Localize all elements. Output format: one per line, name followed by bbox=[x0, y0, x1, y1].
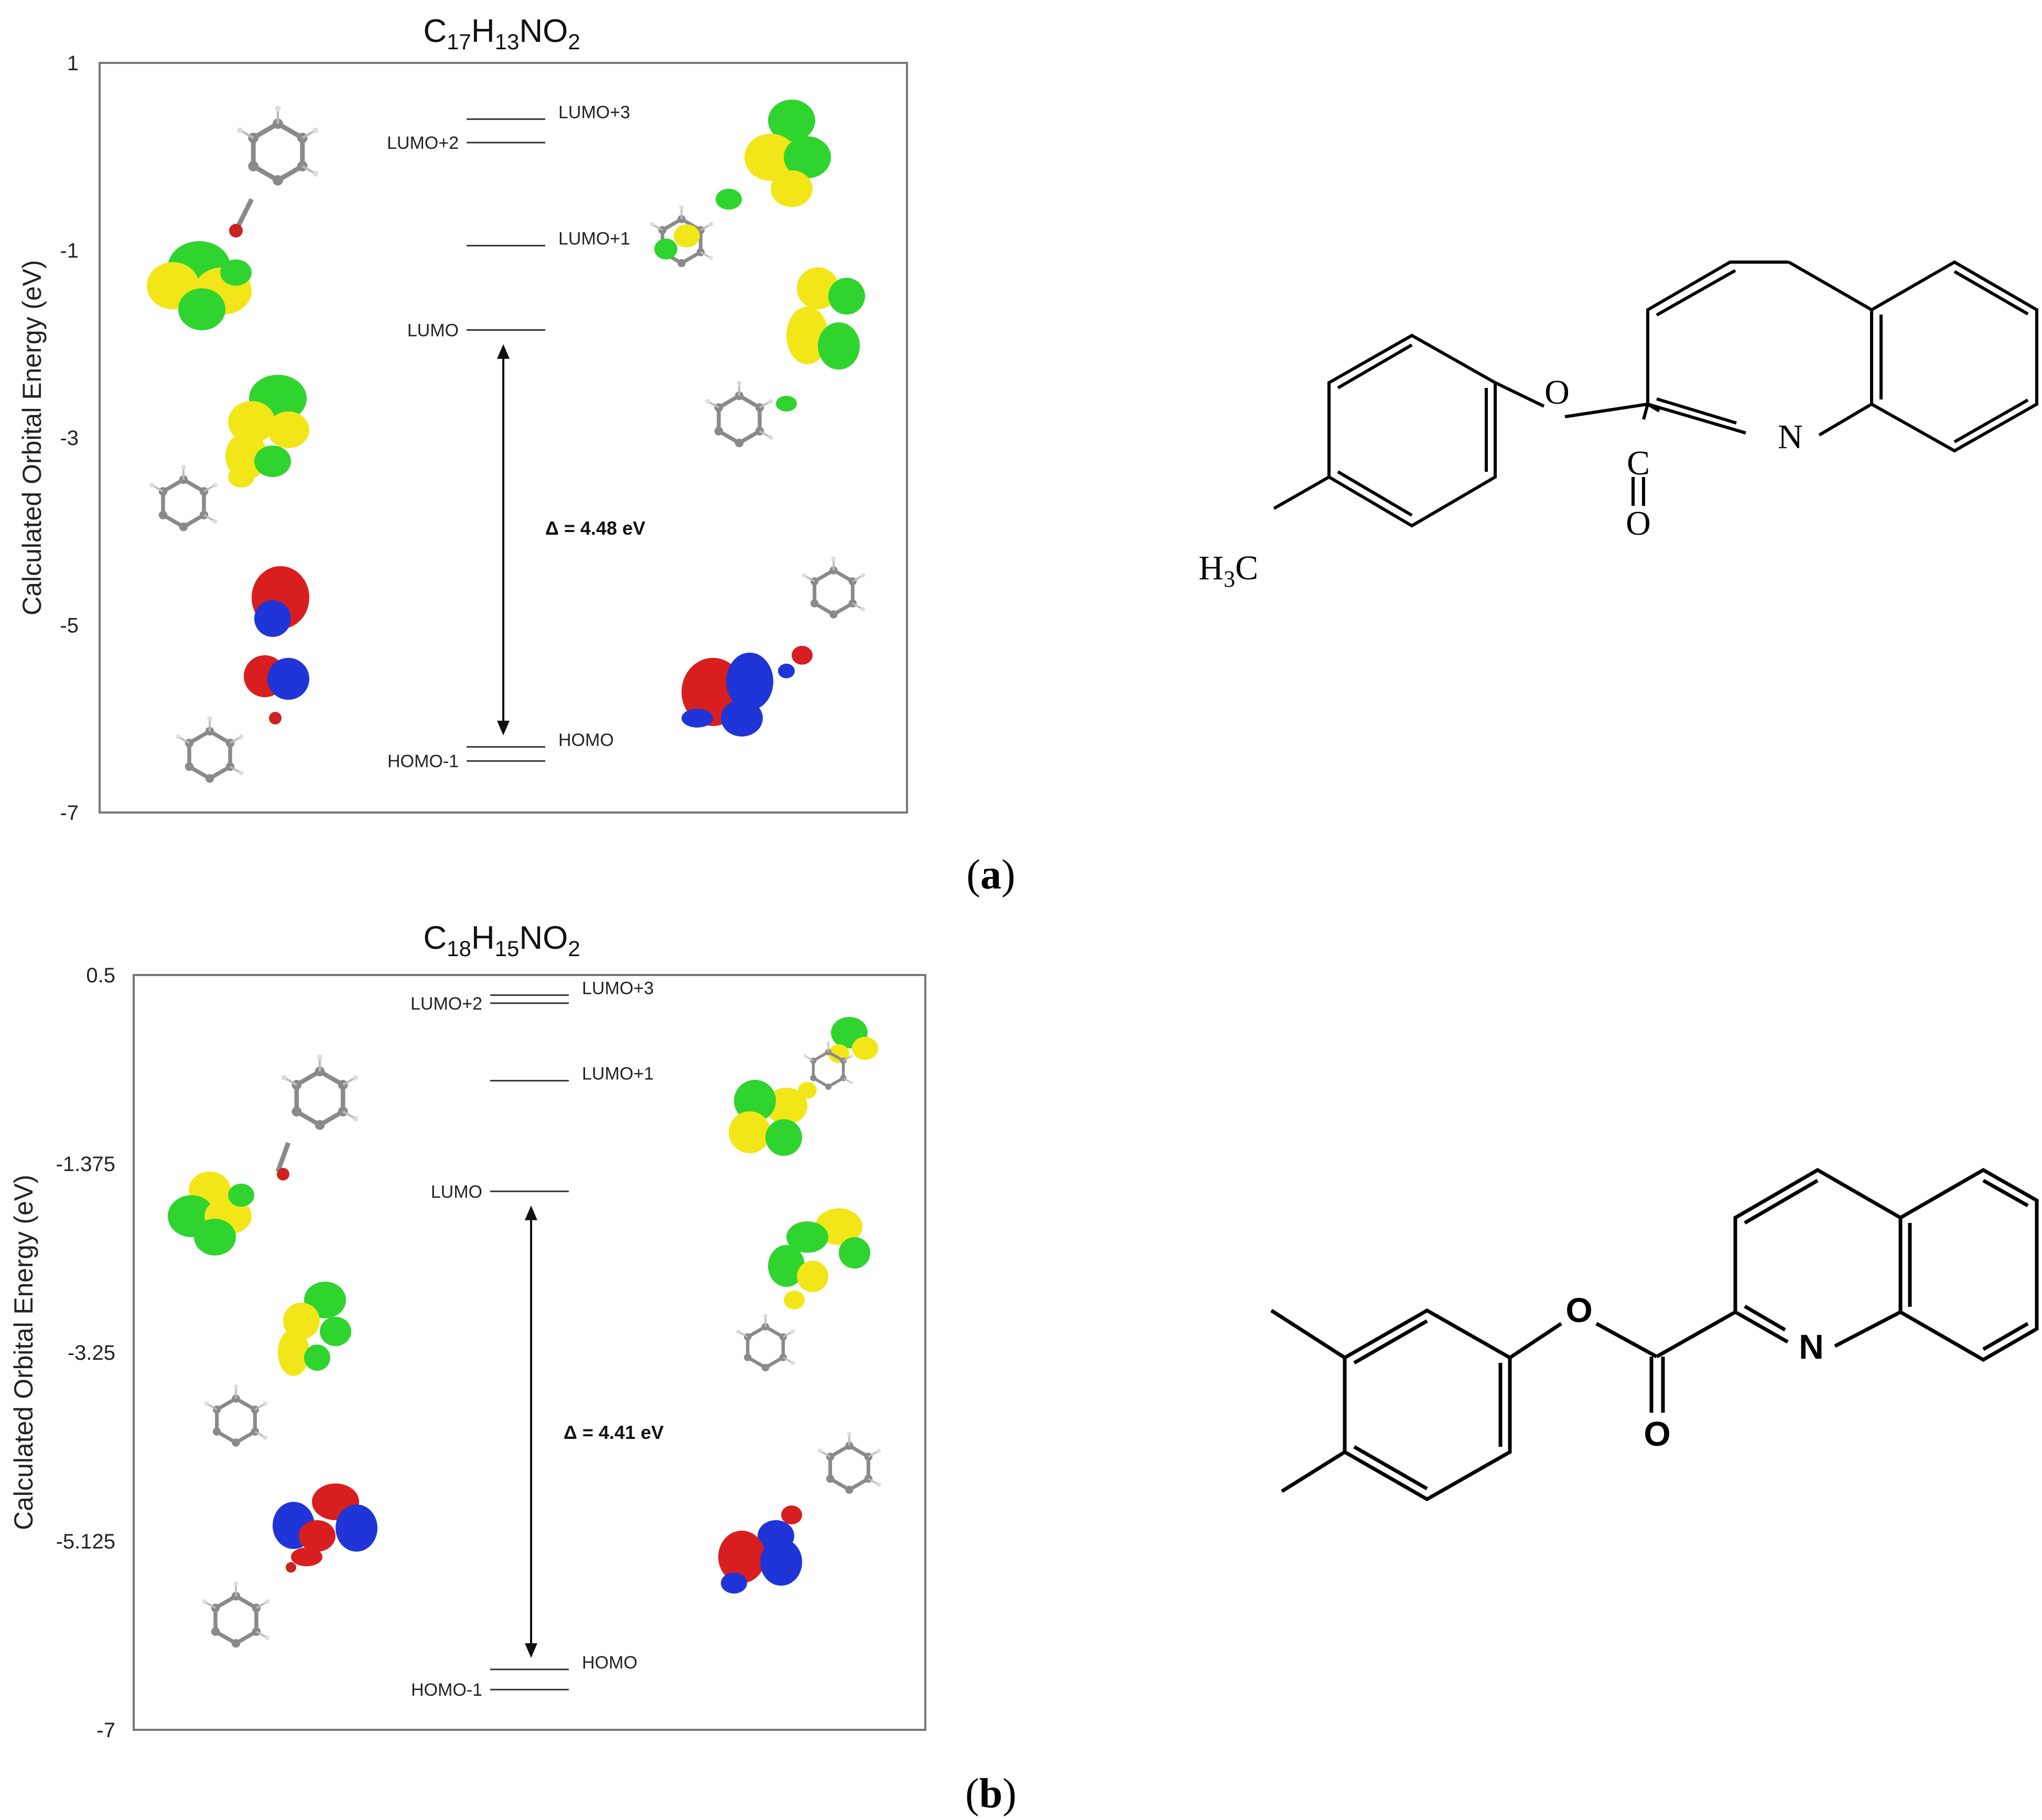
panel-a-orbital-homo-1 bbox=[176, 566, 309, 783]
panel-b-n: N bbox=[1799, 1327, 1824, 1366]
y-tick-label: -5.125 bbox=[56, 1530, 115, 1553]
panel-b-orbital-lumo-plus1 bbox=[736, 1208, 870, 1371]
y-tick-label: -5 bbox=[60, 614, 79, 637]
panel-a-methyl: H3C bbox=[1198, 549, 1258, 592]
panel-a-orbital-lumo-plus1 bbox=[706, 267, 865, 447]
energy-level-label: HOMO bbox=[558, 730, 614, 750]
panel-a: C17H13NO2 Calculated Orbital Energy (eV)… bbox=[17, 13, 908, 825]
panel-a-title: C17H13NO2 bbox=[423, 13, 580, 54]
panel-b-label: (b) bbox=[965, 1771, 1017, 1817]
panel-a-structure-labels: O C O N H3C bbox=[1198, 373, 1803, 592]
panel-a-structure bbox=[1273, 260, 2038, 528]
energy-level-label: LUMO+3 bbox=[558, 102, 630, 122]
panel-b-y-axis-label: Calculated Orbital Energy (eV) bbox=[9, 1175, 38, 1530]
panel-b-orbital-lumo-plus2 bbox=[168, 1055, 358, 1255]
panel-b-orbital-lumo bbox=[204, 1282, 351, 1447]
panel-b-gap-arrow bbox=[525, 1205, 537, 1658]
panel-a-gap-arrow bbox=[497, 344, 510, 735]
y-tick-label: 0.5 bbox=[86, 964, 115, 987]
energy-level-label: LUMO bbox=[407, 320, 459, 340]
y-tick-label: 1 bbox=[67, 52, 79, 75]
y-tick-label: -3 bbox=[60, 427, 79, 450]
panel-a-orbital-lumo-plus2 bbox=[147, 106, 318, 330]
panel-a-y-ticks: 1 -1 -3 -5 -7 bbox=[60, 52, 79, 825]
panel-b-structure bbox=[1270, 1167, 2039, 1502]
panel-a-o-ester: O bbox=[1544, 373, 1570, 411]
panel-a-gap-label: Δ = 4.48 eV bbox=[545, 517, 645, 539]
y-tick-label: -1.375 bbox=[56, 1153, 115, 1176]
energy-level-label: HOMO-1 bbox=[387, 752, 459, 772]
energy-level-label: HOMO-1 bbox=[411, 1680, 482, 1700]
energy-level-label: LUMO+1 bbox=[582, 1064, 654, 1084]
panel-b-orbital-lumo-plus3 bbox=[729, 1017, 878, 1156]
panel-a-orbital-lumo bbox=[150, 375, 309, 531]
energy-level-label: LUMO+2 bbox=[387, 133, 459, 153]
y-tick-label: -3.25 bbox=[68, 1341, 115, 1364]
panel-a-o-carbonyl: O bbox=[1626, 504, 1651, 543]
panel-b-gap-label: Δ = 4.41 eV bbox=[564, 1422, 664, 1443]
y-tick-label: -1 bbox=[60, 240, 79, 263]
panel-b-title: C18H15NO2 bbox=[423, 920, 580, 961]
panel-b-y-ticks: 0.5 -1.375 -3.25 -5.125 -7 bbox=[56, 964, 115, 1742]
panel-b: C18H15NO2 Calculated Orbital Energy (eV)… bbox=[9, 920, 926, 1742]
panel-a-c-carbonyl: C bbox=[1627, 444, 1650, 482]
y-tick-label: -7 bbox=[96, 1719, 115, 1742]
panel-a-label: (a) bbox=[966, 852, 1015, 898]
energy-level-label: LUMO+3 bbox=[582, 978, 654, 998]
panel-a-orbital-homo bbox=[682, 556, 865, 736]
panel-b-orbital-homo-1 bbox=[202, 1483, 377, 1648]
panel-b-orbital-homo bbox=[718, 1432, 881, 1594]
panel-b-structure-labels: O O N bbox=[1565, 1291, 1824, 1453]
energy-level-label: LUMO+1 bbox=[558, 229, 630, 249]
energy-level-label: LUMO+2 bbox=[410, 994, 482, 1014]
panel-a-y-axis-label: Calculated Orbital Energy (eV) bbox=[17, 260, 47, 615]
panel-b-o-carbonyl: O bbox=[1644, 1414, 1670, 1453]
energy-level-label: LUMO bbox=[431, 1182, 482, 1202]
y-tick-label: -7 bbox=[60, 801, 79, 825]
panel-a-orbital-lumo-plus3 bbox=[650, 100, 831, 267]
energy-level-label: HOMO bbox=[582, 1653, 638, 1673]
panel-a-n: N bbox=[1778, 418, 1803, 456]
panel-b-o-ester: O bbox=[1565, 1291, 1592, 1329]
